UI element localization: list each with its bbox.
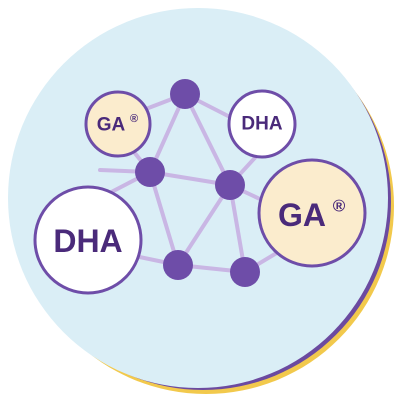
ga-bubble-large: GA ® [257,158,367,268]
node [215,170,245,200]
dha-bubble-small: DHA [227,89,297,159]
bubble-label: GA [278,197,326,233]
node [163,250,193,280]
bubble-label: DHA [241,114,282,135]
node [135,157,165,187]
bubble-circle [257,158,367,268]
dha-bubble-large: DHA [33,185,143,295]
bubble-circle [33,185,143,295]
edge [176,183,232,267]
network-nodes [135,79,260,287]
registered-mark: ® [333,197,346,216]
registered-mark: ® [130,113,138,125]
bubble-circle [84,90,152,158]
bubble-label: GA [97,115,126,136]
ga-bubble-small: GA ® [84,90,152,158]
node [170,79,200,109]
bubble-label: DHA [53,223,122,259]
edge [148,170,180,267]
bubble-circle [227,89,297,159]
edge [183,92,232,187]
node [230,257,260,287]
